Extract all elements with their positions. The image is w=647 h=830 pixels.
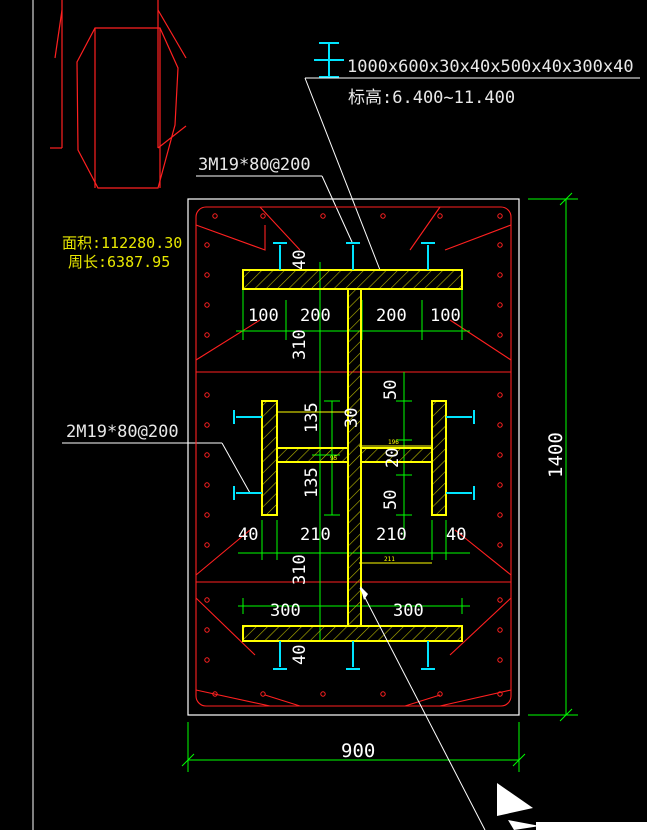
rebar-dot bbox=[497, 542, 503, 548]
rebar-dot bbox=[204, 657, 210, 663]
stud-side-leader-diag bbox=[221, 442, 251, 494]
rebar-dot bbox=[204, 422, 210, 428]
column-outline bbox=[187, 198, 520, 716]
rebar-dot bbox=[437, 213, 443, 219]
rebar-dot bbox=[497, 422, 503, 428]
rebar-dot bbox=[204, 332, 210, 338]
stud-side-callout: 2M19*80@200 bbox=[66, 422, 179, 442]
rebar-dot bbox=[320, 691, 326, 697]
rebar-dot bbox=[260, 691, 266, 697]
dim-top-seg-3: 200 bbox=[376, 306, 407, 326]
perimeter-text: 周长:6387.95 bbox=[68, 253, 170, 271]
dim-small-tag-c: 95 bbox=[330, 455, 338, 462]
elevation-text: 标高:6.400~11.400 bbox=[348, 88, 515, 108]
rebar-dot bbox=[380, 213, 386, 219]
dim-bottom-seg-1: 300 bbox=[270, 601, 301, 621]
section-symbol bbox=[314, 42, 344, 78]
dim-flange-bottom: 40 bbox=[290, 645, 310, 665]
dim-web-thickness: 30 bbox=[342, 408, 362, 428]
rebar-dot bbox=[497, 302, 503, 308]
rebar-dot bbox=[497, 272, 503, 278]
dim-width-total: 900 bbox=[341, 740, 375, 762]
shear-studs bbox=[233, 242, 475, 670]
dim-mid-seg-2: 210 bbox=[300, 525, 331, 545]
rebar-dot bbox=[497, 213, 503, 219]
rebar-dot bbox=[212, 691, 218, 697]
dim-top-seg-2: 200 bbox=[300, 306, 331, 326]
rebar-dot bbox=[497, 452, 503, 458]
dim-left-upper: 135 bbox=[302, 402, 322, 433]
stud-top-callout: 3M19*80@200 bbox=[198, 155, 311, 175]
dim-flange-top: 40 bbox=[290, 250, 310, 270]
rebar-dots bbox=[204, 213, 503, 697]
dim-right-upper: 50 bbox=[381, 380, 401, 400]
dimension-lines bbox=[181, 192, 578, 772]
dim-bottom-seg-2: 300 bbox=[393, 601, 424, 621]
spec-leader-diagonal bbox=[304, 77, 381, 271]
rebar-dot bbox=[204, 512, 210, 518]
rebar-dot bbox=[204, 452, 210, 458]
inner-yellow-dims bbox=[277, 411, 432, 564]
dim-right-lower: 50 bbox=[381, 490, 401, 510]
rebar-dot bbox=[204, 482, 210, 488]
dim-mid-seg-4: 40 bbox=[446, 525, 466, 545]
rebar-dot bbox=[212, 213, 218, 219]
rebar-dot bbox=[380, 691, 386, 697]
rebar-dot bbox=[204, 542, 210, 548]
rebar-dot bbox=[497, 512, 503, 518]
dim-mid-seg-1: 40 bbox=[238, 525, 258, 545]
rebar-dot bbox=[497, 332, 503, 338]
dim-mid-seg-3: 210 bbox=[376, 525, 407, 545]
stud-top-leader-diag bbox=[321, 175, 353, 243]
dim-web-lower: 310 bbox=[290, 554, 310, 585]
section-spec-text: 1000x600x30x40x500x40x300x40 bbox=[347, 57, 634, 77]
leader-arrowhead bbox=[360, 586, 368, 600]
dim-height-total: 1400 bbox=[545, 432, 567, 478]
steel-cross-section bbox=[242, 269, 463, 642]
dim-small-tag-b: 211 bbox=[384, 556, 395, 563]
rebar-dot bbox=[204, 597, 210, 603]
rebar-dot bbox=[497, 597, 503, 603]
dim-top-seg-1: 100 bbox=[248, 306, 279, 326]
dim-top-seg-4: 100 bbox=[430, 306, 461, 326]
adjacent-column-detail bbox=[50, 0, 187, 189]
rebar-dot bbox=[497, 482, 503, 488]
dim-right-web: 20 bbox=[383, 448, 403, 468]
rebar-dot bbox=[260, 213, 266, 219]
rebar-dot bbox=[204, 302, 210, 308]
rebar-dot bbox=[497, 691, 503, 697]
dim-left-lower: 135 bbox=[302, 467, 322, 498]
rebar-dot bbox=[320, 213, 326, 219]
rebar-dot bbox=[497, 242, 503, 248]
cursor-leader-line bbox=[359, 587, 486, 830]
rebar-dot bbox=[497, 627, 503, 633]
rebar-dot bbox=[204, 392, 210, 398]
arrow-cursor-icon bbox=[497, 783, 647, 830]
rebar-dot bbox=[497, 657, 503, 663]
rebar-dot bbox=[437, 691, 443, 697]
rebar-dot bbox=[204, 627, 210, 633]
rebar-dot bbox=[497, 392, 503, 398]
dim-web-upper: 310 bbox=[290, 329, 310, 360]
rebar-dot bbox=[204, 242, 210, 248]
dim-small-tag-a: 196 bbox=[388, 439, 399, 446]
area-text: 面积:112280.30 bbox=[62, 234, 182, 252]
rebar-dot bbox=[204, 272, 210, 278]
